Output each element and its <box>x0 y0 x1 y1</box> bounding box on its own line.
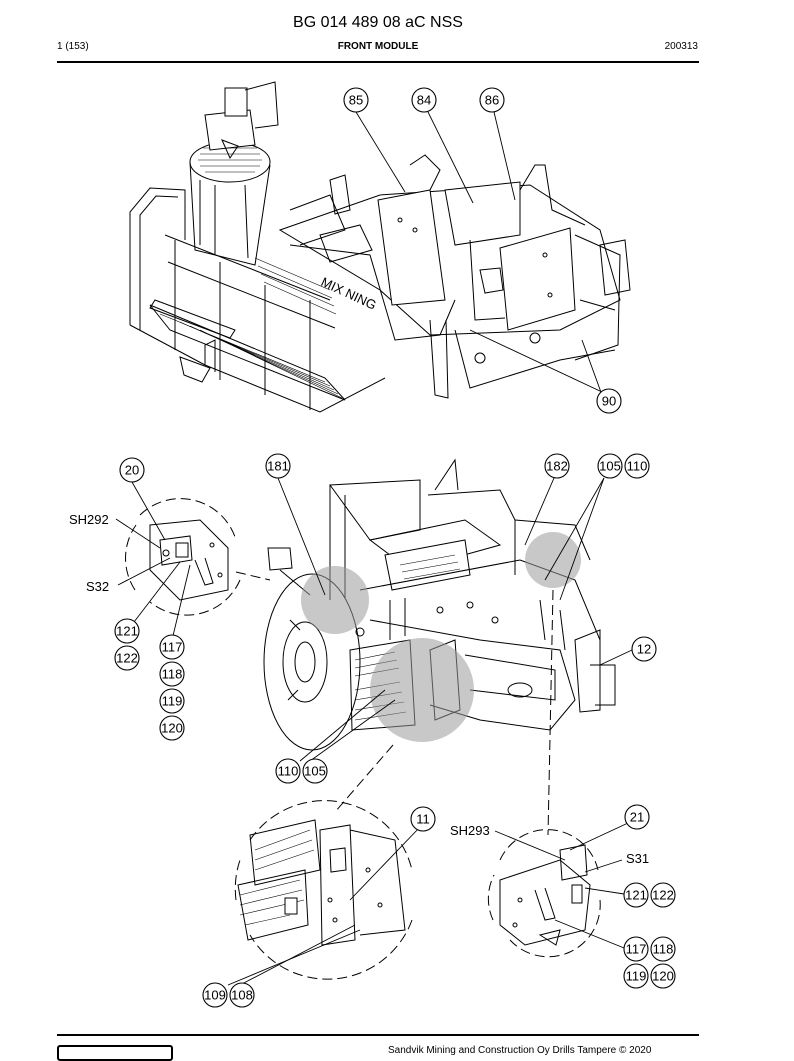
svg-text:105: 105 <box>304 764 326 779</box>
svg-text:SH292: SH292 <box>69 512 109 527</box>
callout-105-top: 105 <box>597 453 623 479</box>
svg-text:90: 90 <box>602 394 616 409</box>
callout-21: 21 <box>624 804 650 830</box>
svg-text:86: 86 <box>485 93 499 108</box>
svg-text:121: 121 <box>625 888 647 903</box>
callout-110-bottom: 110 <box>275 758 301 784</box>
footer-copyright: Sandvik Mining and Construction Oy Drill… <box>388 1045 652 1056</box>
svg-text:119: 119 <box>626 969 647 984</box>
svg-text:85: 85 <box>349 93 363 108</box>
detail-circle-lower-right <box>487 829 601 958</box>
callout-122-left: 122 <box>114 645 140 671</box>
header-rule <box>57 61 699 63</box>
callout-109: 109 <box>202 982 228 1008</box>
callout-11: 11 <box>410 806 436 832</box>
section-title: FRONT MODULE <box>337 41 419 52</box>
callout-118-left: 118 <box>159 661 185 687</box>
svg-text:120: 120 <box>652 969 674 984</box>
svg-text:S31: S31 <box>626 851 649 866</box>
callout-110-top: 110 <box>624 453 650 479</box>
callout-117-left: 117 <box>159 634 185 660</box>
svg-text:109: 109 <box>204 988 226 1003</box>
svg-text:S32: S32 <box>86 579 109 594</box>
detail-sh292-s32 <box>149 519 229 601</box>
svg-text:119: 119 <box>162 694 183 709</box>
callout-120-left: 120 <box>159 715 185 741</box>
svg-text:117: 117 <box>626 942 647 957</box>
machine-brand-text: MIX NING <box>319 274 379 313</box>
detail-circle-upper-left <box>125 498 241 616</box>
callout-108: 108 <box>229 982 255 1008</box>
document-date: 200313 <box>664 41 698 52</box>
front-module-illustration: MIX NING <box>129 81 631 413</box>
svg-text:105: 105 <box>599 459 621 474</box>
callout-84: 84 <box>411 87 437 113</box>
callout-121-left: 121 <box>114 618 140 644</box>
callout-121-right: 121 <box>623 882 649 908</box>
highlight-regions <box>301 532 581 742</box>
callout-86: 86 <box>479 87 505 113</box>
document-title: BG 014 489 08 aC NSS <box>293 14 463 31</box>
callout-85: 85 <box>343 87 369 113</box>
callout-122-right: 122 <box>650 882 676 908</box>
detail-steps-illustration <box>237 819 406 946</box>
svg-text:12: 12 <box>637 642 651 657</box>
callout-119-left: 119 <box>159 688 185 714</box>
detail-connector-lower-left <box>334 744 394 813</box>
label-sh293: SH293 <box>450 823 490 838</box>
svg-text:20: 20 <box>125 463 139 478</box>
callout-118-right: 118 <box>650 936 676 962</box>
footer-rule <box>57 1034 699 1036</box>
callout-182: 182 <box>544 453 570 479</box>
brand-logo <box>57 1045 173 1061</box>
svg-text:117: 117 <box>162 640 183 655</box>
callout-12: 12 <box>631 636 657 662</box>
svg-text:122: 122 <box>652 888 674 903</box>
detail-sh293-s31 <box>499 844 591 946</box>
svg-text:121: 121 <box>116 624 138 639</box>
callout-90: 90 <box>596 388 622 414</box>
svg-text:SH293: SH293 <box>450 823 490 838</box>
callout-105-bottom: 105 <box>302 758 328 784</box>
svg-text:11: 11 <box>416 812 430 827</box>
svg-text:110: 110 <box>278 764 299 779</box>
svg-text:21: 21 <box>630 810 644 825</box>
label-s32: S32 <box>86 579 109 594</box>
detail-connector-lower-right <box>547 589 554 836</box>
svg-text:181: 181 <box>267 459 289 474</box>
callout-117-right: 117 <box>623 936 649 962</box>
svg-text:122: 122 <box>116 651 138 666</box>
svg-text:84: 84 <box>417 93 431 108</box>
svg-text:110: 110 <box>627 459 648 474</box>
page-number: 1 (153) <box>57 41 89 52</box>
callout-120-right: 120 <box>650 963 676 989</box>
label-s31: S31 <box>626 851 649 866</box>
callout-181: 181 <box>265 453 291 479</box>
label-sh292: SH292 <box>69 512 109 527</box>
callout-119-right: 119 <box>623 963 649 989</box>
callout-20: 20 <box>119 457 145 483</box>
svg-text:182: 182 <box>546 459 568 474</box>
svg-text:118: 118 <box>162 667 183 682</box>
svg-text:108: 108 <box>231 988 253 1003</box>
svg-text:118: 118 <box>653 942 674 957</box>
svg-text:120: 120 <box>161 721 183 736</box>
detail-circle-lower-left <box>234 800 413 980</box>
